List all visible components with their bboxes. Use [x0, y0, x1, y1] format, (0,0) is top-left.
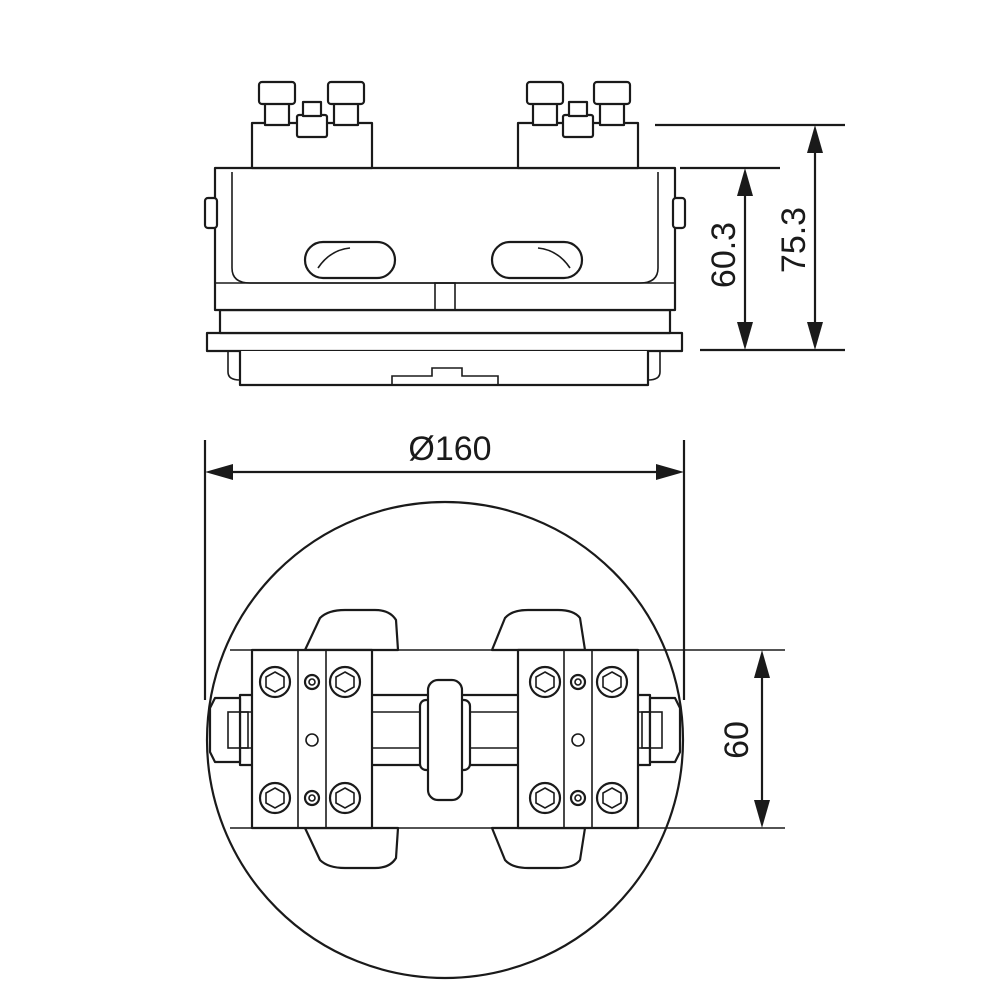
set-screw	[569, 789, 587, 807]
arrow-head	[754, 650, 770, 678]
small-screw-head	[301, 100, 323, 118]
pin-hole	[305, 733, 319, 747]
center-divider	[434, 282, 456, 311]
cap-screw	[258, 781, 292, 815]
screw-shank	[263, 101, 291, 127]
arrow-head	[807, 125, 823, 153]
side-knob-right	[671, 196, 687, 230]
small-screw-head	[567, 100, 589, 118]
arrow-head	[807, 322, 823, 350]
arrow-head	[656, 464, 684, 480]
slot-left	[303, 240, 397, 280]
chuck-outline-circle	[205, 500, 685, 980]
set-screw	[569, 673, 587, 691]
dimension-inner-height: 60.3	[680, 166, 780, 352]
screw-shank	[531, 101, 559, 127]
dimension-label-60: 60	[718, 721, 756, 759]
side-knob-left	[208, 696, 242, 764]
cap-screw	[528, 781, 562, 815]
screw-head	[525, 80, 565, 106]
base-flange	[205, 331, 684, 353]
top-view	[205, 500, 785, 980]
bump-bottom-left	[303, 826, 400, 870]
cap-screw	[595, 665, 629, 699]
screw-head	[592, 80, 632, 106]
base-chamfer	[227, 351, 661, 381]
side-view	[203, 80, 687, 387]
cap-screw	[528, 665, 562, 699]
dimension-total-height: 75.3	[655, 123, 845, 352]
dimension-label-60-3: 60.3	[705, 222, 743, 288]
screw-shank	[332, 101, 360, 127]
set-screw	[303, 673, 321, 691]
bump-bottom-right	[490, 826, 587, 870]
screw-shank	[598, 101, 626, 127]
base-ring	[218, 308, 672, 335]
bump-top-right	[490, 608, 587, 652]
cap-screw	[595, 781, 629, 815]
cap-screw	[328, 665, 362, 699]
dimension-label-diameter: Ø160	[408, 430, 491, 468]
diameter-dimension: Ø160	[203, 430, 686, 700]
center-adjuster	[426, 678, 464, 802]
bump-top-left	[303, 608, 400, 652]
housing-body	[213, 166, 677, 312]
small-screw	[561, 113, 595, 139]
screw-head	[326, 80, 366, 106]
arrow-head	[205, 464, 233, 480]
pin-hole	[571, 733, 585, 747]
screw-head	[257, 80, 297, 106]
side-knob-left	[203, 196, 219, 230]
dimension-jaw-span: 60	[718, 650, 770, 828]
side-knob-right	[648, 696, 682, 764]
set-screw	[303, 789, 321, 807]
cap-screw	[328, 781, 362, 815]
arrow-head	[737, 322, 753, 350]
cap-screw	[258, 665, 292, 699]
small-screw	[295, 113, 329, 139]
base-center-key	[391, 367, 499, 385]
dimension-label-75-3: 75.3	[775, 207, 813, 273]
slot-right	[490, 240, 584, 280]
arrow-head	[737, 168, 753, 196]
arrow-head	[754, 800, 770, 828]
